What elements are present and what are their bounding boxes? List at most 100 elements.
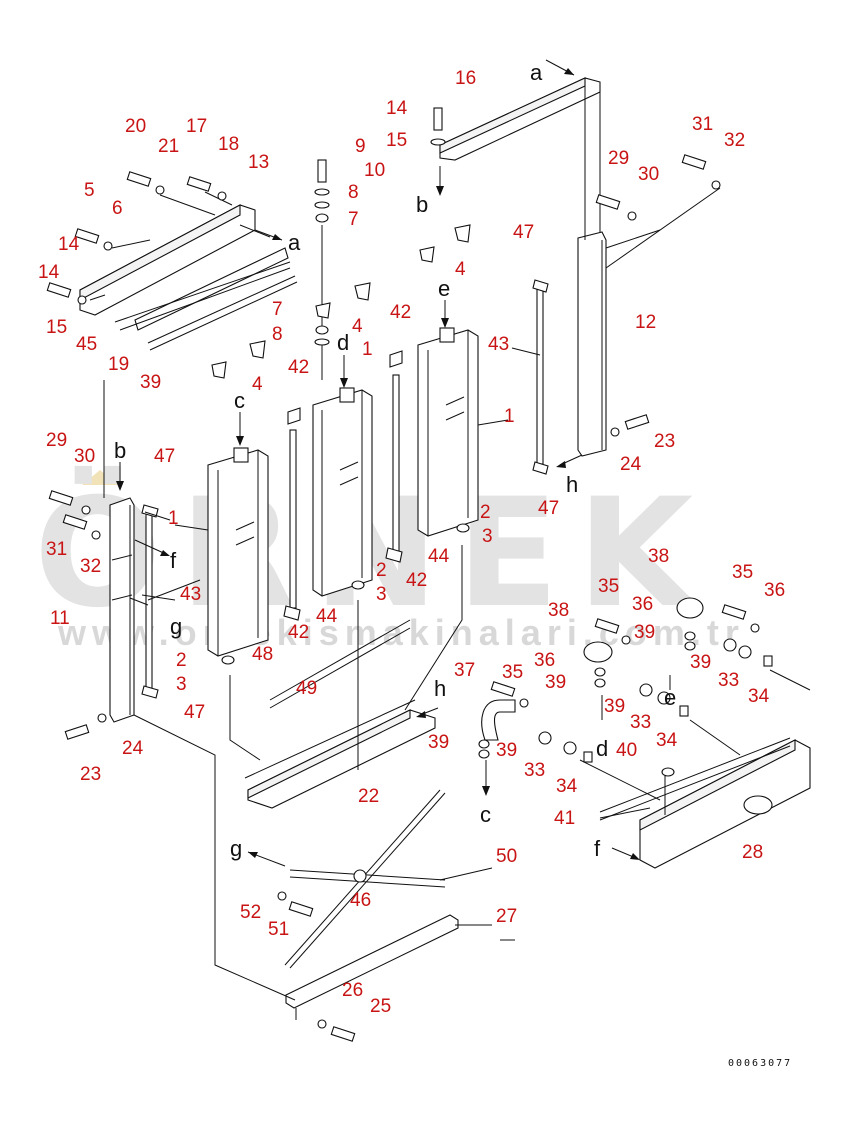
part-label: 38 [648, 546, 669, 567]
part-label: 34 [748, 686, 770, 707]
part-label: 30 [74, 446, 95, 467]
part-label: 34 [556, 776, 578, 797]
part-label: 24 [620, 454, 642, 475]
ref-letter: f [170, 548, 177, 573]
part-label: 5 [84, 180, 95, 201]
part-label: 39 [690, 652, 711, 673]
part-label: 39 [496, 740, 517, 761]
part-label: 38 [548, 600, 569, 621]
part-label: 20 [125, 116, 146, 137]
ref-letter: h [434, 676, 446, 701]
part-label: 21 [158, 136, 179, 157]
part-label: 41 [554, 808, 575, 829]
part-label: 9 [355, 136, 366, 157]
radiator-core-right [417, 327, 509, 537]
part-label: 40 [616, 740, 637, 761]
part-label: 15 [386, 130, 407, 151]
part-label: 51 [268, 919, 289, 940]
part-label: 1 [362, 339, 373, 360]
part-label: 2 [376, 560, 387, 581]
ref-letter: b [416, 192, 428, 217]
part-label: 47 [154, 446, 175, 467]
part-label: 27 [496, 906, 517, 927]
part-label: 36 [632, 594, 653, 615]
part-label: 12 [635, 312, 656, 333]
part-label: 14 [58, 234, 80, 255]
part-label: 31 [692, 114, 713, 135]
part-label: 47 [538, 498, 559, 519]
top-bracket-16 [439, 77, 601, 240]
reference-letters: a a b b c c d d e e f f g g h h [114, 60, 676, 861]
ref-letter: c [480, 802, 491, 827]
ref-letter: e [438, 276, 450, 301]
part-label: 29 [46, 430, 67, 451]
part-label: 8 [272, 324, 283, 345]
part-label: 10 [364, 160, 385, 181]
part-label: 1 [504, 406, 515, 427]
part-label: 8 [348, 182, 359, 203]
part-label: 2 [480, 502, 491, 523]
part-label: 34 [656, 730, 678, 751]
part-label: 26 [342, 980, 363, 1001]
ref-letter: d [337, 330, 349, 355]
part-label: 23 [80, 764, 101, 785]
part-label: 1 [168, 508, 179, 529]
part-label: 43 [488, 334, 509, 355]
ref-letter: f [594, 836, 601, 861]
part-label: 42 [288, 357, 309, 378]
part-label: 47 [184, 702, 205, 723]
part-label: 52 [240, 902, 261, 923]
part-label: 37 [454, 660, 475, 681]
ref-letter: g [170, 614, 182, 639]
flow-arrows [116, 59, 671, 867]
part-label: 18 [218, 134, 239, 155]
ref-letter: g [230, 836, 242, 861]
part-label: 33 [718, 670, 739, 691]
part-label: 4 [252, 374, 263, 395]
part-label: 42 [288, 622, 309, 643]
fasteners [46, 107, 773, 1042]
ref-letter: e [664, 685, 676, 710]
part-label: 29 [608, 148, 629, 169]
part-label: 32 [80, 556, 101, 577]
ref-letter: a [530, 60, 543, 85]
part-label: 45 [76, 334, 97, 355]
part-label: 25 [370, 996, 391, 1017]
part-number-labels: 20 21 17 18 13 5 6 14 14 15 45 7 19 39 4… [38, 68, 785, 1017]
part-label: 36 [534, 650, 555, 671]
watermark-site: www.ornekismakinalari.com.tr [57, 612, 745, 653]
ref-letter: h [566, 472, 578, 497]
part-label: 46 [350, 890, 371, 911]
part-label: 15 [46, 317, 67, 338]
lower-strip-26 [285, 914, 459, 1020]
part-label: 33 [524, 760, 545, 781]
drawing-lines [46, 59, 811, 1042]
part-label: 42 [390, 302, 411, 323]
part-label: 4 [455, 259, 466, 280]
part-label: 43 [180, 584, 201, 605]
part-label: 50 [496, 846, 517, 867]
bottom-frame-22 [244, 619, 436, 809]
part-label: 39 [634, 622, 655, 643]
part-label: 16 [455, 68, 476, 89]
part-label: 4 [352, 316, 363, 337]
hose-37 [481, 699, 516, 741]
part-label: 28 [742, 842, 763, 863]
drawing-code: 00063077 [728, 1058, 792, 1069]
part-label: 19 [108, 354, 129, 375]
part-label: 3 [482, 526, 493, 547]
part-label: 35 [732, 562, 753, 583]
elbows-38 [583, 597, 704, 663]
ref-letter: d [596, 736, 608, 761]
part-label: 35 [502, 662, 523, 683]
small-brackets-4 [211, 224, 471, 379]
ref-letter: c [234, 388, 245, 413]
part-label: 30 [638, 164, 659, 185]
part-label: 39 [140, 372, 161, 393]
part-label: 33 [630, 712, 651, 733]
left-upright-11 [103, 380, 135, 723]
part-label: 35 [598, 576, 619, 597]
left-upper-bracket-13 [79, 204, 298, 351]
cross-brace-50 [284, 789, 446, 969]
